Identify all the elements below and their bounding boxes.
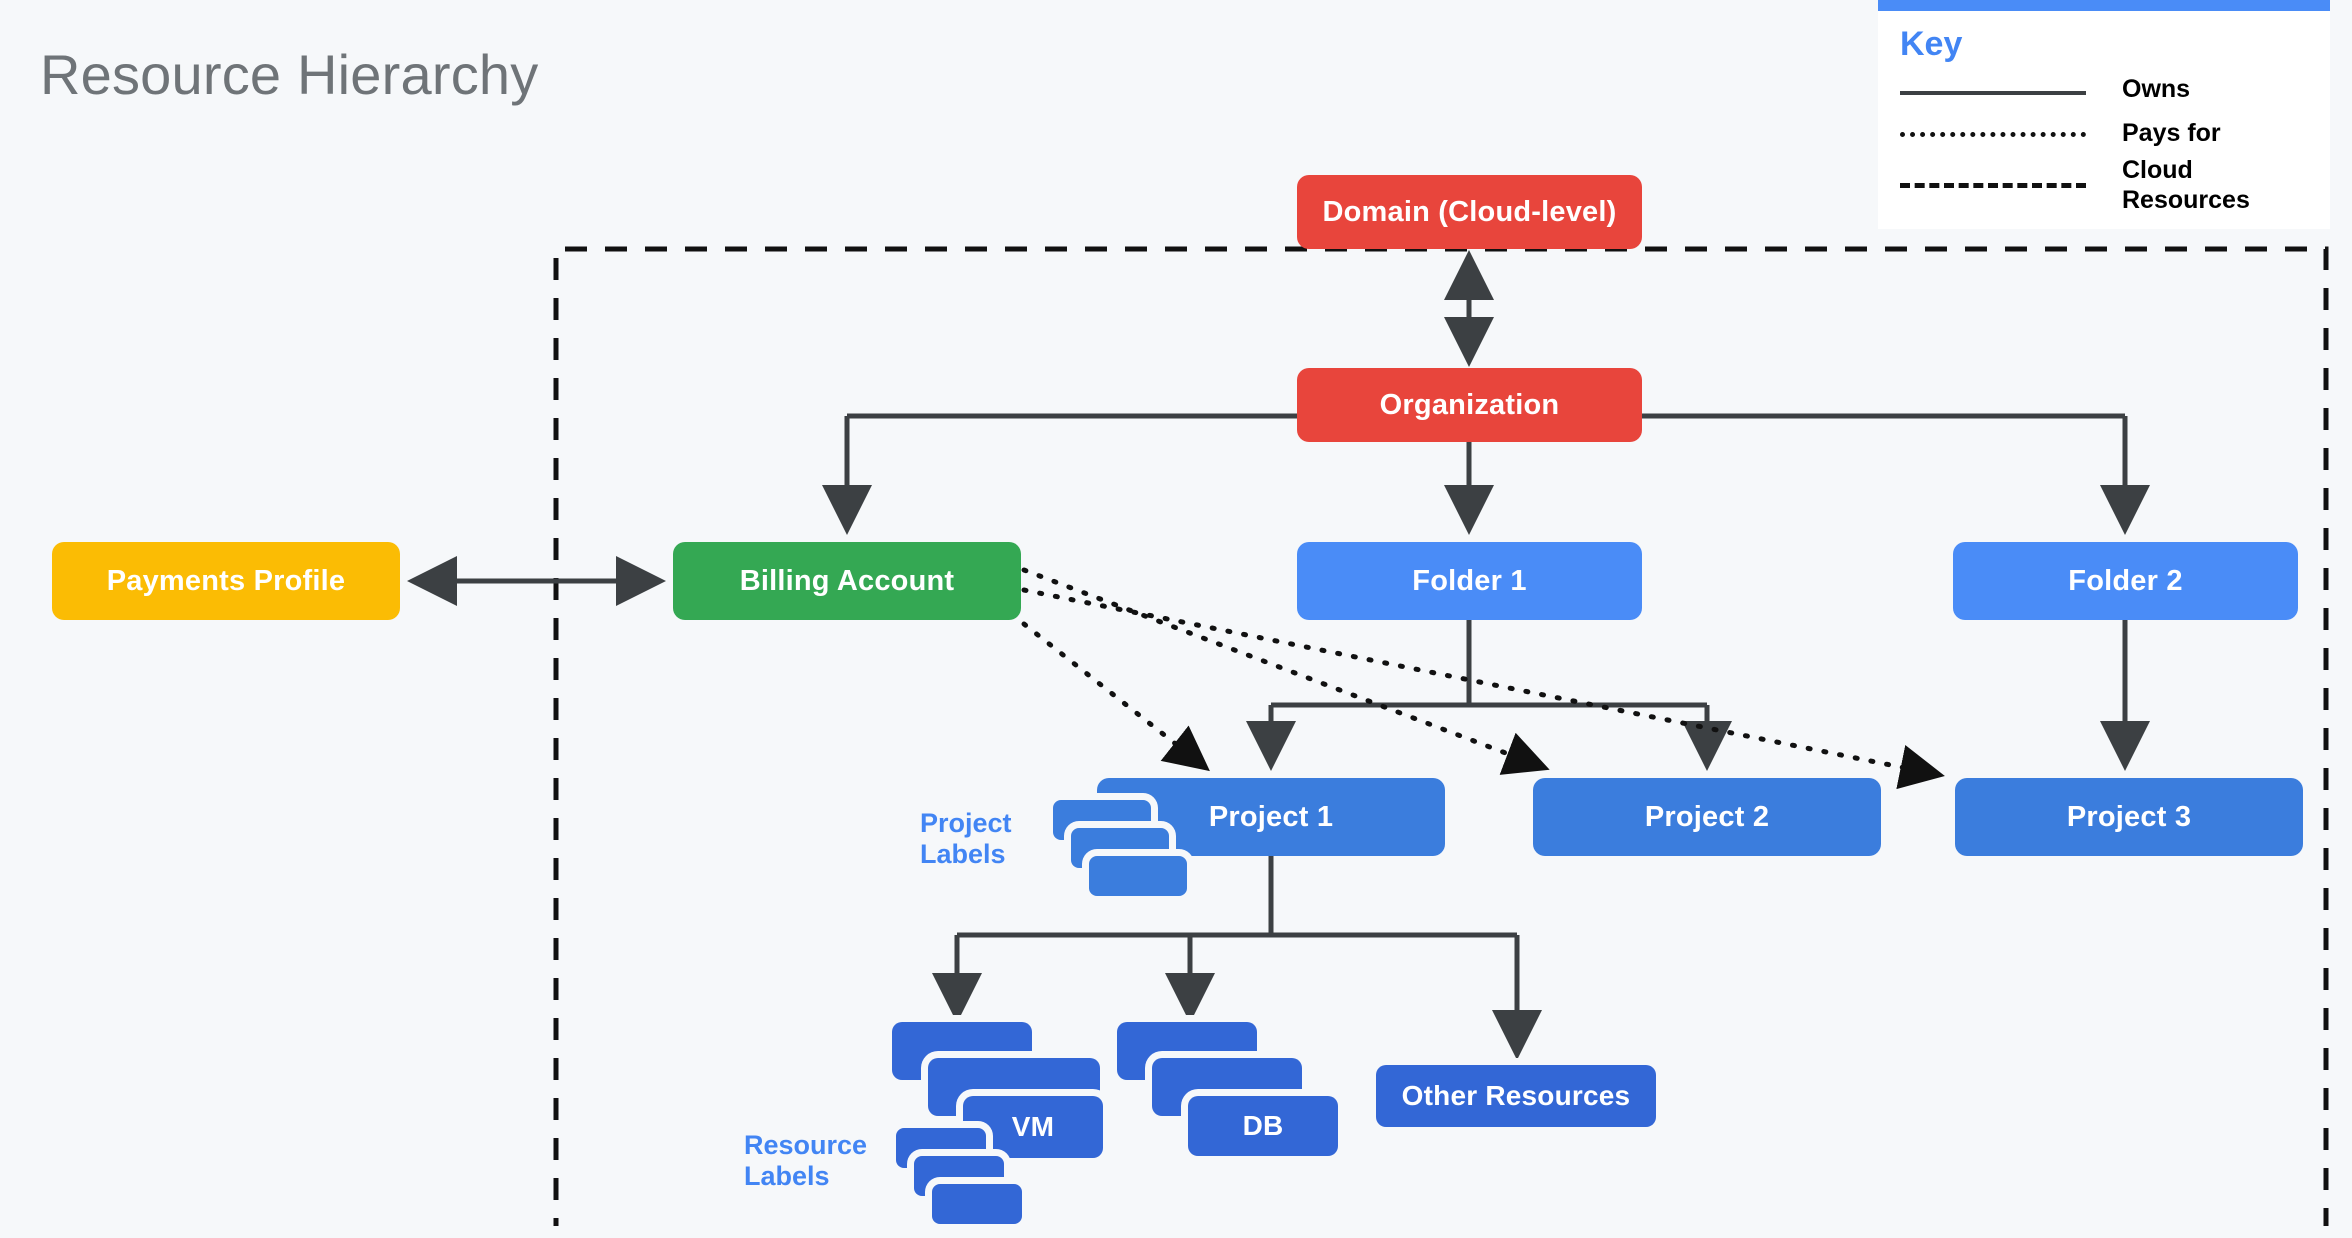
node-project-3[interactable]: Project 3 bbox=[1955, 778, 2303, 856]
node-organization[interactable]: Organization bbox=[1297, 368, 1642, 442]
legend-label-pays-for: Pays for bbox=[2122, 119, 2221, 148]
legend-sample-dotted-line bbox=[1900, 131, 2086, 137]
node-db[interactable]: DB bbox=[1188, 1096, 1338, 1156]
project-labels-chip-stack bbox=[1053, 800, 1213, 910]
resource-label-chip-3 bbox=[932, 1184, 1022, 1224]
node-billing-account[interactable]: Billing Account bbox=[673, 542, 1021, 620]
edge-folder1-projects bbox=[1246, 620, 1732, 771]
edge-billing-pays-project1 bbox=[1021, 621, 1210, 772]
node-other-resources[interactable]: Other Resources bbox=[1376, 1065, 1656, 1127]
legend-row-cloud-resources: Cloud Resources bbox=[1878, 156, 2330, 215]
legend-label-owns: Owns bbox=[2122, 75, 2191, 104]
legend-label-cloud-resources: Cloud Resources bbox=[2122, 156, 2250, 214]
node-folder-2[interactable]: Folder 2 bbox=[1953, 542, 2298, 620]
node-folder-1[interactable]: Folder 1 bbox=[1297, 542, 1642, 620]
legend-title: Key bbox=[1900, 25, 1963, 63]
node-domain[interactable]: Domain (Cloud-level) bbox=[1297, 175, 1642, 249]
node-payments-profile[interactable]: Payments Profile bbox=[52, 542, 400, 620]
resource-labels-chip-stack bbox=[896, 1128, 1056, 1238]
label-chip-3 bbox=[1089, 856, 1187, 896]
legend-row-owns: Owns bbox=[1878, 68, 2330, 112]
legend-sample-solid-line bbox=[1900, 91, 2086, 95]
page-title: Resource Hierarchy bbox=[40, 43, 539, 106]
legend-row-pays-for: Pays for bbox=[1878, 112, 2330, 156]
project-labels-text: Project Labels bbox=[920, 808, 1012, 870]
node-project-2[interactable]: Project 2 bbox=[1533, 778, 1881, 856]
legend-sample-dashed-line bbox=[1900, 183, 2086, 188]
legend-panel: Key Owns Pays for Cloud Resources bbox=[1878, 0, 2330, 229]
